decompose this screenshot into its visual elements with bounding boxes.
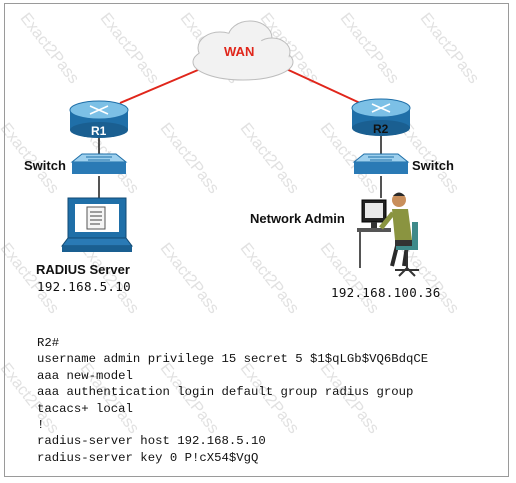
radius-server-ip: 192.168.5.10 — [37, 279, 131, 294]
wan-link-r2 — [281, 66, 361, 104]
config-line: radius-server host 192.168.5.10 — [37, 434, 266, 449]
config-line: R2# — [37, 336, 60, 350]
config-line: ! — [37, 418, 45, 433]
router-r2-icon — [351, 98, 411, 136]
network-admin-ip: 192.168.100.36 — [331, 285, 441, 300]
config-line: aaa authentication login default group r… — [37, 385, 414, 400]
admin-workstation-icon — [357, 192, 419, 277]
server-computer-icon — [61, 197, 133, 252]
wan-link-r1 — [119, 66, 206, 104]
config-line: aaa new-model — [37, 368, 133, 383]
network-admin-label: Network Admin — [250, 211, 345, 226]
router-r1-icon — [69, 100, 129, 138]
config-line: radius-server key 0 P!cX54$VgQ — [37, 450, 259, 465]
switch-right-icon — [352, 153, 410, 174]
radius-server-label: RADIUS Server — [36, 262, 130, 277]
config-line: tacacs+ local — [37, 401, 133, 416]
switch-right-label: Switch — [412, 158, 454, 173]
wan-label: WAN — [224, 44, 255, 59]
router-r1-label: R1 — [91, 124, 107, 138]
cloud-icon — [192, 20, 294, 81]
config-block: R2# username admin privilege 15 secret 5… — [37, 335, 428, 466]
switch-left-label: Switch — [24, 158, 66, 173]
router-r2-label: R2 — [373, 122, 389, 136]
config-line: username admin privilege 15 secret 5 $1$… — [37, 352, 429, 367]
switch-left-icon — [70, 153, 128, 174]
